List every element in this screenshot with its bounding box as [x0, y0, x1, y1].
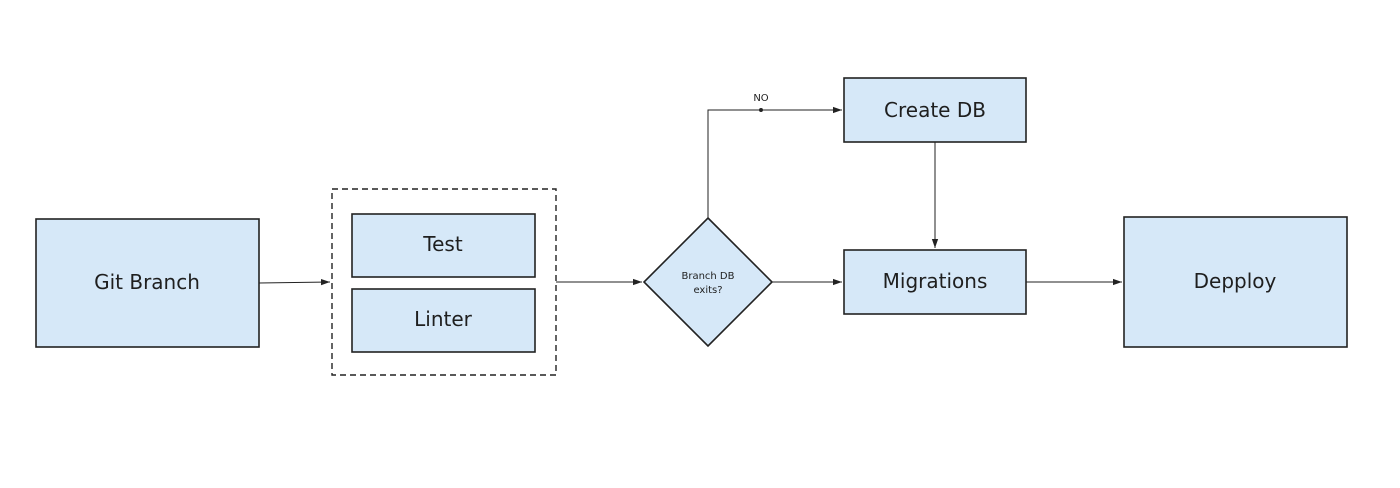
node-deploy: Depploy	[1123, 216, 1348, 348]
decision-label-line1: Branch DB	[681, 271, 734, 282]
node-git-branch: Git Branch	[35, 218, 260, 348]
edge-no-label: NO	[753, 93, 768, 104]
edge-no-junction-dot	[759, 108, 763, 112]
node-git-branch-label: Git Branch	[94, 270, 200, 294]
node-decision: Branch DB exits?	[642, 216, 774, 348]
node-create-db: Create DB	[843, 77, 1027, 143]
node-create-db-label: Create DB	[884, 98, 986, 122]
edge-decision-no-to-create-db	[707, 106, 842, 218]
node-linter-label: Linter	[414, 307, 473, 331]
node-migrations-label: Migrations	[883, 269, 988, 293]
node-migrations: Migrations	[843, 249, 1027, 315]
parallel-group	[331, 188, 557, 376]
edge-git-to-group	[258, 278, 331, 286]
node-linter: Linter	[351, 288, 536, 353]
decision-label-line2: exits?	[693, 285, 722, 296]
node-test: Test	[351, 213, 536, 278]
node-test-label: Test	[422, 232, 463, 256]
node-deploy-label: Depploy	[1194, 269, 1277, 293]
